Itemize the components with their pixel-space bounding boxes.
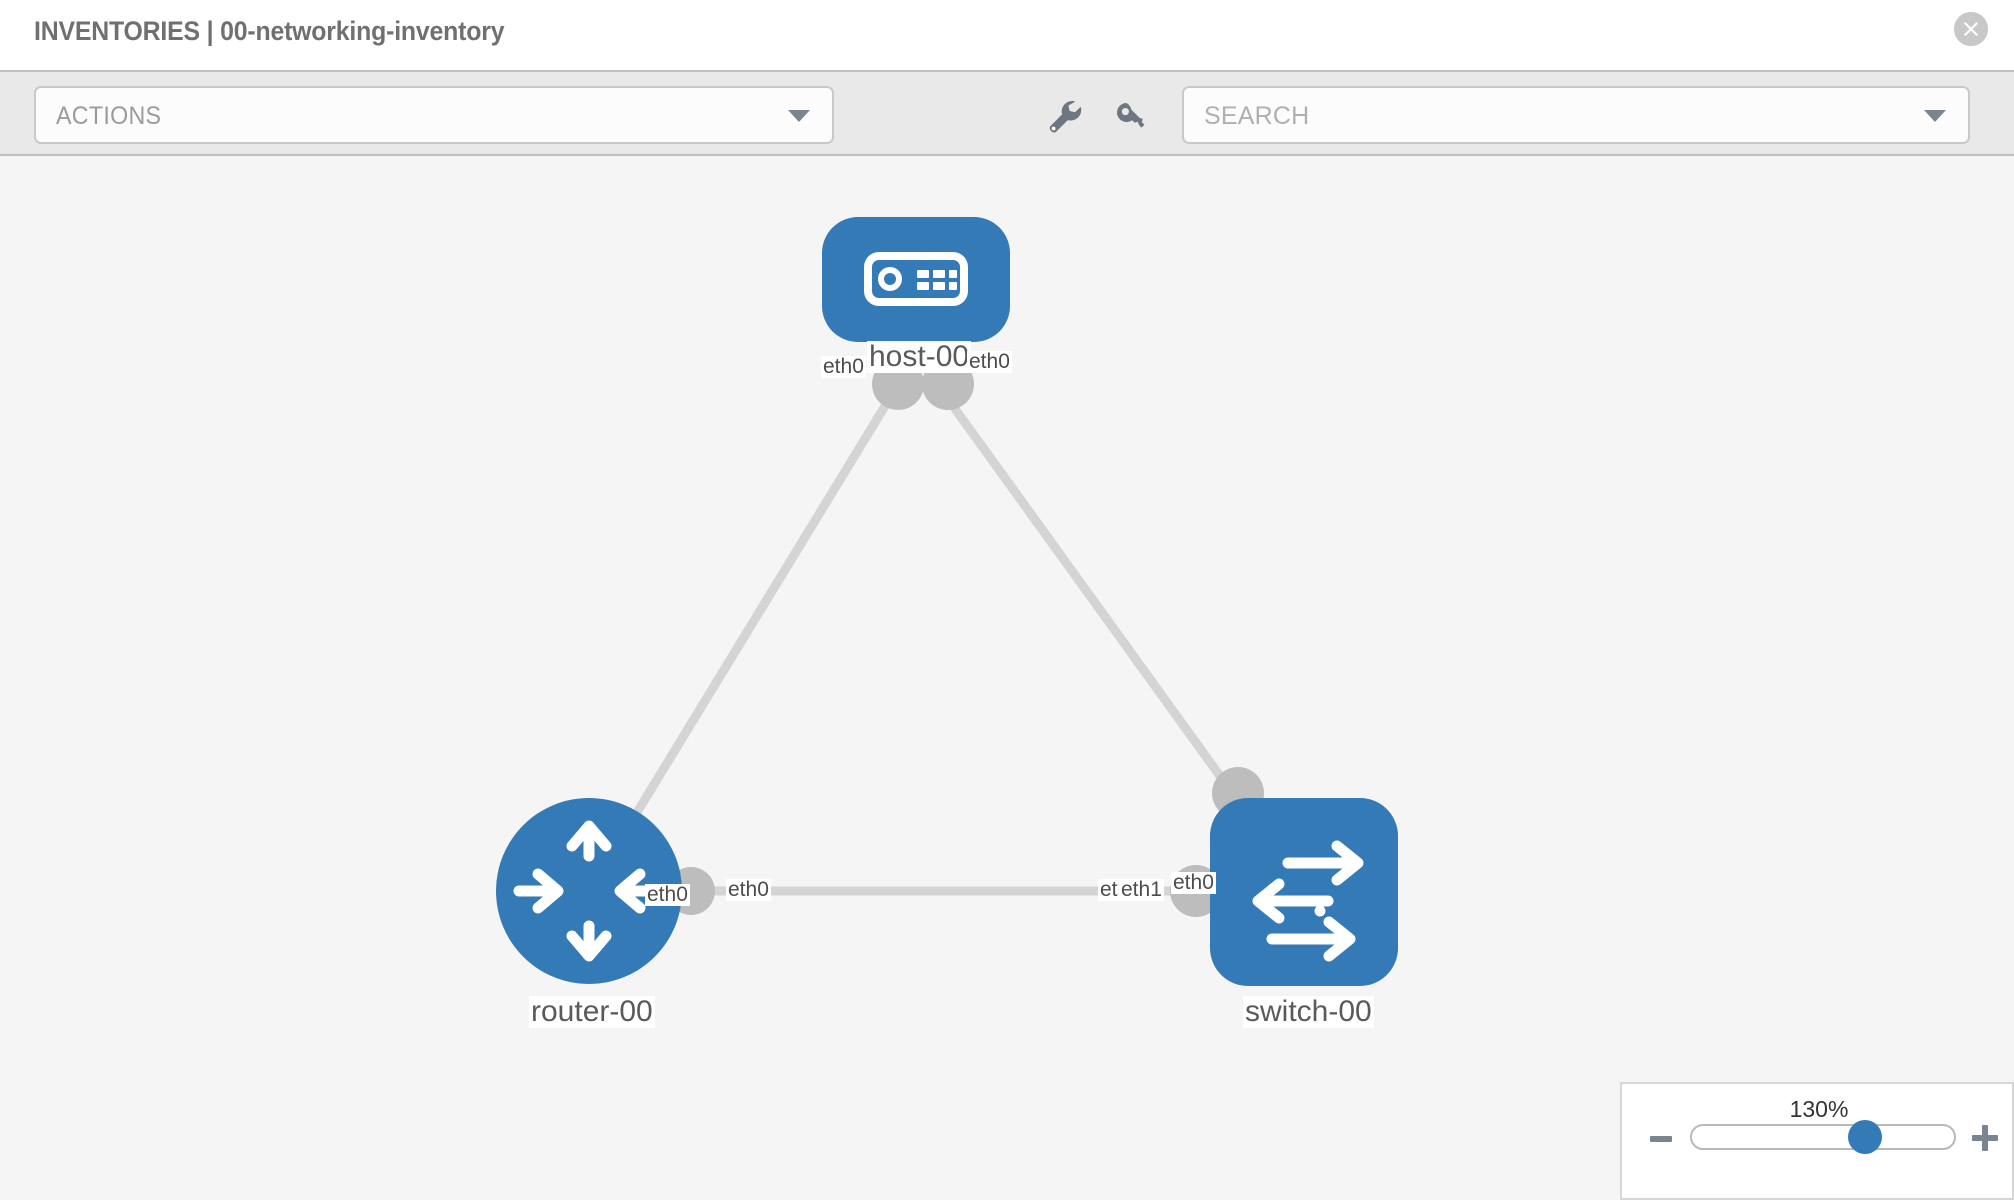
iface-label-host-eth0-right: eth0 [967,350,1012,374]
zoom-slider-thumb[interactable] [1848,1120,1882,1154]
server-icon [864,252,968,306]
search-input[interactable]: SEARCH [1182,86,1970,144]
page-header: INVENTORIES | 00-networking-inventory [0,0,2014,70]
zoom-percent-label: 130% [1789,1096,1849,1122]
iface-label-switch-eth1: eth1 [1119,878,1164,902]
node-router-00 [496,798,682,984]
page-title: INVENTORIES | 00-networking-inventory [34,16,505,46]
zoom-in-button[interactable] [1972,1125,1998,1151]
zoom-slider-track[interactable] [1690,1124,1956,1150]
iface-label-router-eth0-up: eth0 [645,883,690,907]
iface-label-switch-eth0-up: eth0 [1171,871,1216,895]
edge-layer [585,385,1307,896]
toolbar: ACTIONS SEARCH [0,70,2014,156]
zoom-out-button[interactable] [1650,1136,1672,1142]
node-host-00 [822,217,1010,342]
actions-dropdown-label: ACTIONS [56,102,162,130]
switch-arrows-icon [1252,840,1364,962]
zoom-control-panel: 130% [1620,1082,2014,1200]
close-icon[interactable] [1954,12,1988,46]
chevron-down-icon [788,110,810,122]
edge-host-router [585,385,900,894]
key-icon[interactable] [1110,94,1154,138]
node-label-switch-00: switch-00 [1243,995,1374,1028]
iface-label-router-eth0-right: eth0 [726,878,771,902]
search-placeholder: SEARCH [1204,102,1310,130]
iface-label-host-eth0-left: eth0 [821,355,866,379]
router-arrows-icon [513,820,665,962]
wrench-icon[interactable] [1042,94,1086,138]
node-label-host-00: host-00 [867,340,972,373]
chevron-down-icon [1924,110,1946,122]
node-label-router-00: router-00 [529,995,655,1028]
actions-dropdown[interactable]: ACTIONS [34,86,834,144]
topology-canvas[interactable]: host-00 router-00 switch-00 eth0 eth0 et… [0,156,2014,1200]
handle-layer [667,358,1264,917]
topology-graph [496,217,1398,986]
node-switch-00 [1210,798,1398,986]
